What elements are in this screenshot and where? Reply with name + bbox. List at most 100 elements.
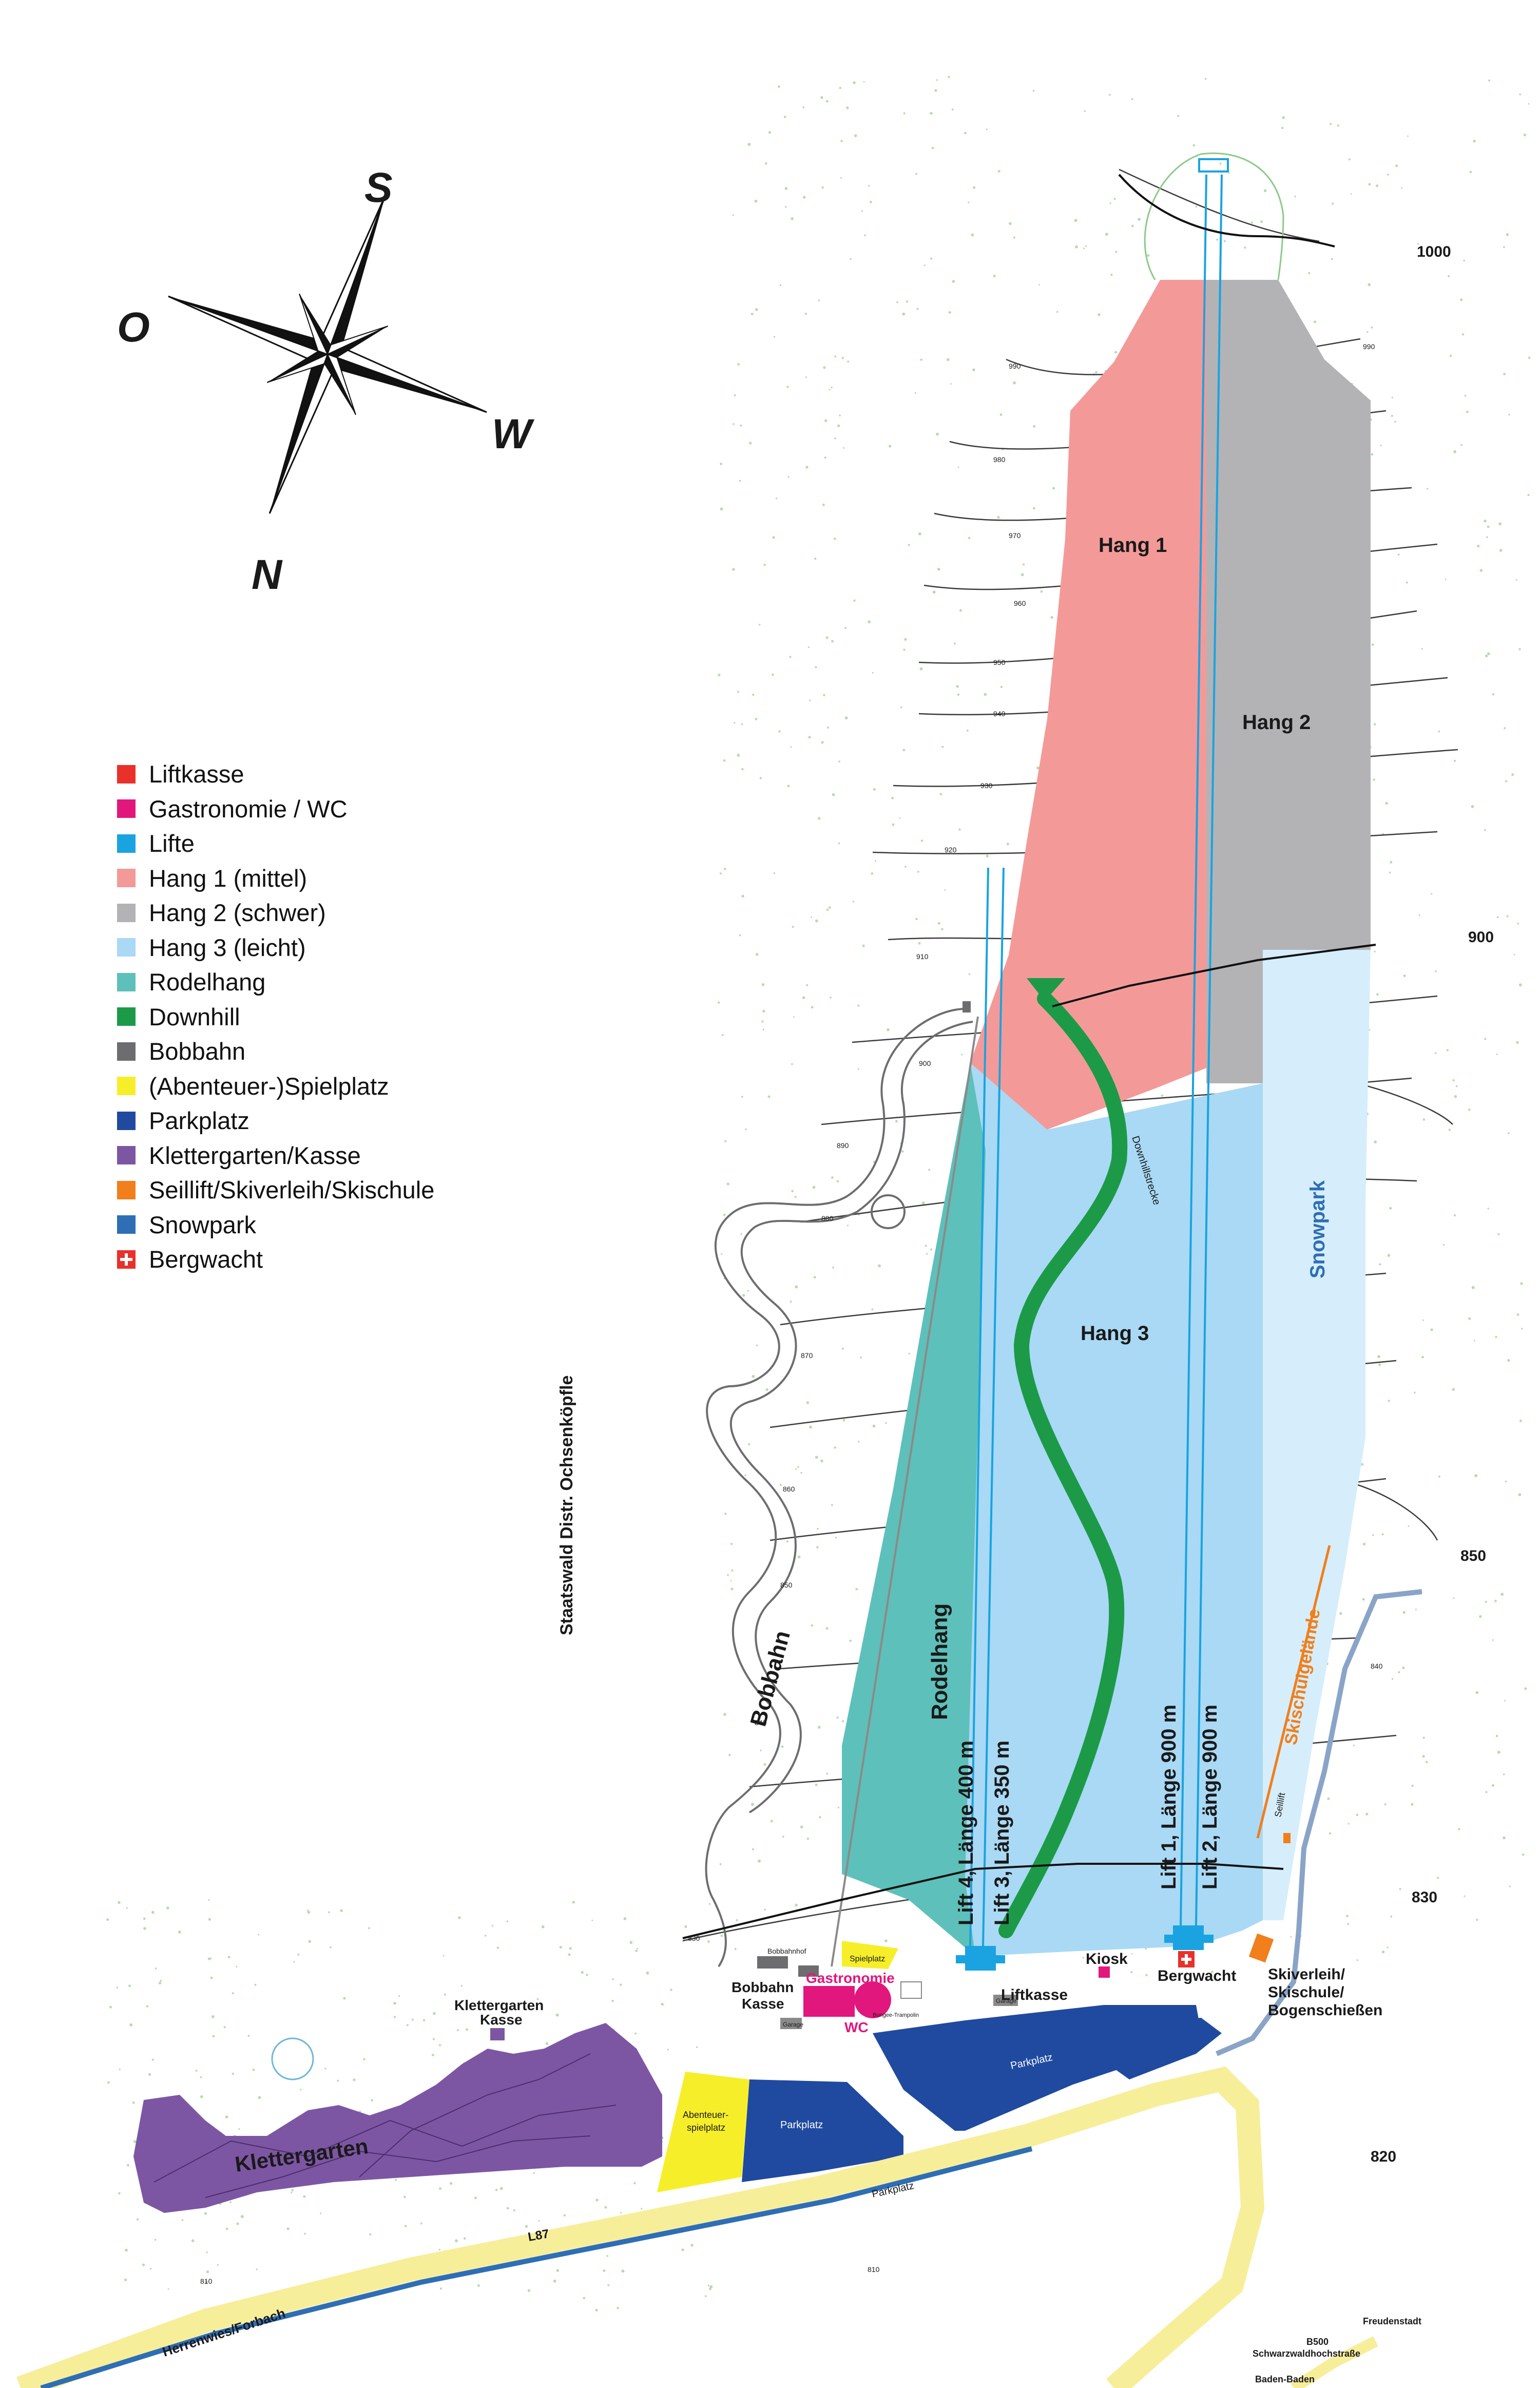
gastronomie-label: Gastronomie <box>806 1970 895 1986</box>
skiverleih-building[interactable] <box>1248 1933 1274 1963</box>
legend-label: Bobbahn <box>149 1038 246 1065</box>
seillift-station <box>1283 1833 1291 1843</box>
svg-text:930: 930 <box>980 781 993 790</box>
legend-item: Seillift/Skiverleih/Skischule <box>117 1173 434 1208</box>
route-line-summit <box>1118 174 1335 247</box>
lift3-label: Lift 3, Länge 350 m <box>991 1741 1013 1925</box>
legend-swatch <box>117 834 136 853</box>
bobbahn-label: Bobbahn <box>745 1628 795 1729</box>
bergwacht-cross-icon <box>1178 1951 1195 1967</box>
legend-label: Gastronomie / WC <box>149 795 348 823</box>
bobbahn-turntable <box>871 1194 906 1229</box>
lift4-label: Lift 4, Länge 400 m <box>955 1741 977 1925</box>
svg-text:940: 940 <box>993 710 1006 718</box>
legend-swatch <box>117 869 136 888</box>
svg-text:970: 970 <box>1009 531 1021 540</box>
hang2-area[interactable] <box>1206 280 1371 1083</box>
svg-text:880: 880 <box>821 1214 834 1222</box>
legend-item: Klettergarten/Kasse <box>117 1138 434 1173</box>
legend-item: Snowpark <box>117 1208 434 1243</box>
bungee-label: Bungee-Trampolin <box>873 2012 919 2018</box>
klettergarten-kasse-building[interactable] <box>490 2028 505 2040</box>
summit-outline <box>1144 152 1284 280</box>
svg-text:860: 860 <box>783 1485 795 1493</box>
route-line-830 <box>682 1863 1284 1939</box>
bobbahn-kasse-building <box>798 1965 819 1977</box>
legend-label: Downhill <box>149 1003 240 1030</box>
bobbahn-top-marker <box>962 1001 971 1012</box>
spielplatz-area[interactable] <box>842 1941 898 1969</box>
svg-text:840: 840 <box>1371 1662 1383 1670</box>
legend-label: Lifte <box>149 830 195 857</box>
elev-820: 820 <box>1371 2148 1396 2165</box>
hang1-label: Hang 1 <box>1099 534 1167 557</box>
garage-label-2: Garage <box>996 1997 1016 2004</box>
legend-swatch <box>117 972 136 991</box>
compass-rose <box>168 195 487 514</box>
legend-swatch <box>117 1180 136 1199</box>
road-b500 <box>1291 2336 1378 2388</box>
road-freudenstadt-label: Freudenstadt <box>1363 2316 1421 2326</box>
kiosk-building[interactable] <box>1099 1966 1110 1978</box>
compass-w: W <box>492 411 535 457</box>
hang1-area[interactable] <box>970 280 1206 1150</box>
garage-label-1: Garage <box>783 2021 803 2028</box>
rodelhang-area[interactable] <box>842 1063 986 1956</box>
svg-text:840: 840 <box>755 1718 767 1727</box>
klettergarten-paths <box>153 2053 617 2198</box>
legend-swatch <box>117 1007 136 1026</box>
abenteuerspielplatz-area[interactable] <box>657 2072 749 2192</box>
gastronomie-building[interactable] <box>803 1986 855 2017</box>
legend-label: Klettergarten/Kasse <box>149 1141 361 1169</box>
road-l87[interactable] <box>16 2066 1265 2388</box>
svg-text:890: 890 <box>837 1141 849 1150</box>
legend-item: (Abenteuer-)Spielplatz <box>117 1069 434 1104</box>
svg-text:990: 990 <box>1009 362 1021 370</box>
lift-lines <box>969 174 1223 1946</box>
downhill-track[interactable] <box>998 991 1128 1938</box>
garage-2 <box>993 1995 1018 2006</box>
lift2-label: Lift 2, Länge 900 m <box>1199 1705 1221 1889</box>
elev-830: 830 <box>1412 1889 1437 1906</box>
klettergarten-kasse-label-1: Klettergarten <box>454 1997 544 2013</box>
bergwacht-building-2 <box>1164 1935 1214 1943</box>
lift-top-station <box>1198 158 1229 173</box>
compass-n: N <box>252 551 283 598</box>
legend-item: Bergwacht <box>117 1242 434 1277</box>
seillift-line <box>1256 1545 1331 1839</box>
elev-850: 850 <box>1460 1548 1486 1564</box>
skiverleih-label-1: Skiverleih/ <box>1268 1966 1345 1983</box>
klettergarten-area[interactable] <box>133 2023 662 2213</box>
snowpark-label: Snowpark <box>1306 1180 1329 1278</box>
svg-text:870: 870 <box>801 1351 813 1360</box>
klettergarten-kasse-label-2: Kasse <box>480 2012 523 2028</box>
legend-item: Hang 2 (schwer) <box>117 895 434 930</box>
snowpark-area[interactable] <box>1263 950 1371 1920</box>
bobbahn-track[interactable] <box>705 1008 963 1967</box>
bungee-trampolin <box>900 1981 922 1999</box>
gastronomie-rotunda <box>854 1981 891 2018</box>
legend-item: Downhill <box>117 1000 434 1035</box>
parkplatz-area-1[interactable] <box>742 2079 903 2182</box>
road-schwarzwald-label: Schwarzwaldhochstraße <box>1253 2348 1360 2359</box>
legend-item: Parkplatz <box>117 1103 434 1138</box>
spielplatz-label: Spielplatz <box>850 1955 885 1963</box>
bobbahnhof-building <box>757 1956 788 1969</box>
svg-text:900: 900 <box>919 1059 931 1067</box>
svg-text:990: 990 <box>1363 342 1375 351</box>
legend-swatch <box>117 1146 136 1165</box>
legend-swatch <box>117 938 136 957</box>
legend-swatch <box>117 903 136 922</box>
kiosk-label: Kiosk <box>1086 1951 1128 1967</box>
bobbahn-track-inner <box>729 1021 973 1813</box>
legend-item: Hang 1 (mittel) <box>117 861 434 896</box>
bobbahn-kasse-label-2: Kasse <box>742 1996 784 2012</box>
svg-text:810: 810 <box>200 2277 213 2285</box>
legend-label: Seillift/Skiverleih/Skischule <box>149 1176 435 1204</box>
bobbahnhof-label: Bobbahnhof <box>767 1947 806 1955</box>
klettergarten-ring <box>271 2037 314 2080</box>
svg-text:920: 920 <box>945 846 957 854</box>
svg-text:830: 830 <box>688 1934 700 1942</box>
legend-label: Hang 2 (schwer) <box>149 899 326 927</box>
